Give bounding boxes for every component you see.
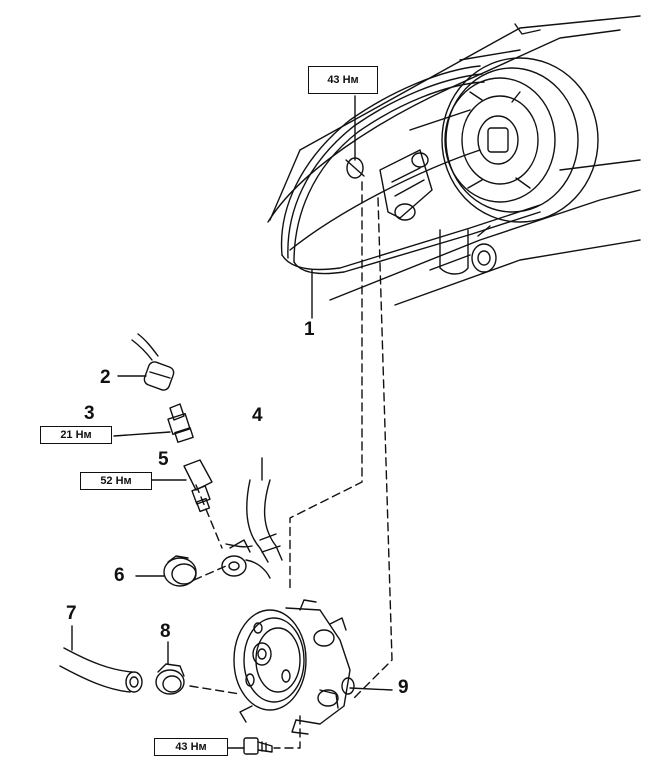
callout-2: 2: [100, 367, 111, 388]
callout-3: 3: [84, 403, 95, 424]
part-3-pressure-switch: [113, 403, 194, 443]
torque-label-top: 43 Нм: [308, 66, 378, 94]
callout-5: 5: [158, 449, 169, 470]
idler-boss: [439, 225, 497, 275]
part-4-hose: [221, 457, 283, 579]
leader-lines: [311, 95, 356, 319]
torque-label-part-5: 52 Нм: [80, 472, 152, 490]
callout-4: 4: [252, 405, 263, 426]
callout-7: 7: [66, 603, 77, 624]
part-7-return-hose: [59, 625, 143, 693]
part-2-connector: [117, 333, 175, 391]
part-8-clamp: [155, 641, 185, 695]
drive-belt: [280, 65, 541, 275]
torque-label-part-3: 21 Нм: [40, 426, 112, 444]
mount-bolt: [227, 737, 273, 755]
callout-6: 6: [114, 565, 125, 586]
part-6-clamp: [135, 555, 197, 587]
tensioner-bracket: [345, 149, 433, 221]
part-9-pump: [233, 599, 393, 735]
routing-lines: [189, 181, 393, 749]
crankshaft-pulley: [441, 57, 599, 223]
torque-label-bottom: 43 Нм: [154, 738, 228, 756]
engine-bracket: [267, 15, 641, 306]
callout-1: 1: [304, 319, 315, 340]
callout-8: 8: [160, 621, 171, 642]
callout-9: 9: [398, 677, 409, 698]
part-5-union: [151, 459, 213, 513]
